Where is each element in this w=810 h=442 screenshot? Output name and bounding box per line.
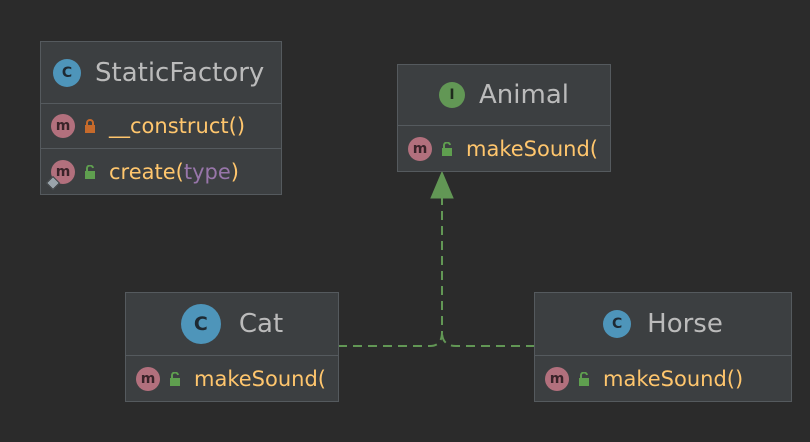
interface-name: Animal (479, 80, 569, 110)
realization-connector (338, 198, 535, 347)
method-badge-letter: m (55, 163, 71, 180)
method-name: makeSound (603, 367, 727, 391)
method-close-paren: ) (735, 367, 744, 391)
class-header-cat: C Cat (126, 293, 338, 356)
method-row-makesound[interactable]: m makeSound( (398, 126, 610, 171)
public-lock-icon (85, 164, 95, 179)
public-lock-icon (442, 142, 452, 156)
method-row-makesound[interactable]: m makeSound() (535, 356, 791, 401)
class-name: StaticFactory (95, 57, 265, 88)
connector-horse-to-animal (441, 331, 535, 347)
class-header-staticfactory: C StaticFactory (41, 42, 281, 104)
method-name: create (109, 159, 176, 184)
method-name: makeSound (466, 137, 590, 161)
class-icon: C (53, 58, 81, 87)
method-icon: m (545, 367, 569, 391)
method-icon: m (51, 114, 75, 138)
method-params: type (183, 159, 231, 184)
class-name: Horse (647, 309, 723, 339)
method-icon: m (45, 159, 75, 190)
private-lock-icon (85, 119, 95, 133)
method-icon: m (136, 367, 160, 391)
class-header-horse: C Horse (535, 293, 791, 356)
interface-header-animal: I Animal (398, 65, 610, 126)
method-name: __construct (109, 114, 229, 138)
class-box-horse[interactable]: C Horse m makeSound() (534, 292, 792, 402)
method-close-paren: ) (230, 159, 239, 184)
method-open-paren: ( (589, 137, 598, 161)
method-row-makesound[interactable]: m makeSound( (126, 356, 338, 401)
class-box-staticfactory[interactable]: C StaticFactory m __construct() m create… (40, 41, 282, 195)
public-lock-icon (170, 372, 180, 386)
interface-icon: I (439, 82, 465, 108)
class-box-cat[interactable]: C Cat m makeSound( (125, 292, 339, 402)
method-name: makeSound (194, 367, 318, 391)
interface-box-animal[interactable]: I Animal m makeSound( (397, 64, 611, 172)
method-open-paren: ( (317, 367, 326, 391)
connector-cat-to-animal (338, 198, 443, 347)
class-icon: C (603, 310, 632, 338)
class-name: Cat (238, 309, 284, 339)
method-open-paren: ( (726, 367, 735, 391)
method-row-construct[interactable]: m __construct() (41, 104, 281, 148)
method-open-paren: ( (175, 159, 184, 184)
inheritance-arrowhead (430, 170, 454, 199)
method-open-paren: ( (228, 114, 237, 138)
class-icon: C (180, 304, 221, 344)
public-lock-icon (579, 372, 589, 386)
method-row-create[interactable]: m create(type) (41, 148, 281, 194)
method-icon: m (408, 137, 432, 161)
method-close-paren: ) (236, 114, 246, 138)
